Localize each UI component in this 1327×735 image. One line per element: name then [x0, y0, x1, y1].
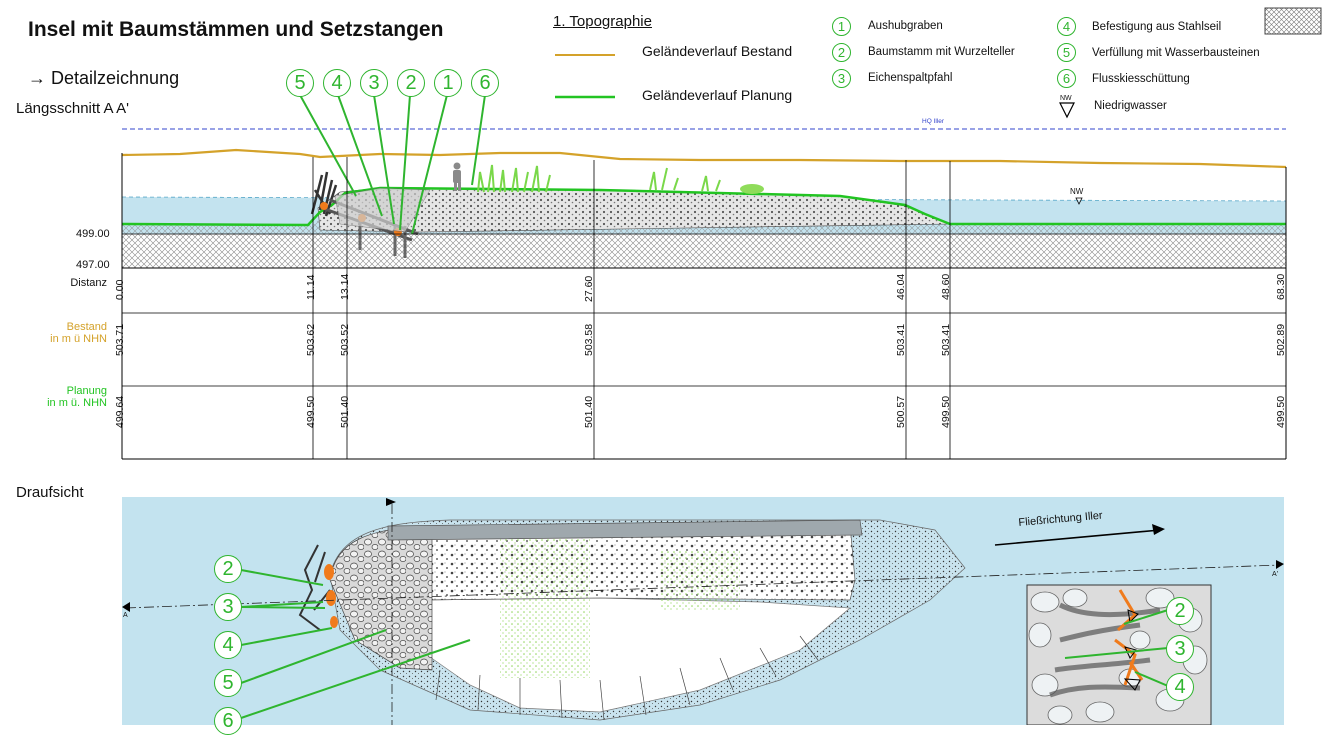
legend-num-1: 1: [832, 17, 851, 36]
plan-fastening-2: [326, 590, 336, 606]
distance-value: 13.14: [339, 273, 351, 300]
vegetation-patch-1: [500, 538, 590, 678]
distance-value: 27.60: [583, 275, 595, 302]
planung-value: 499.64: [114, 395, 126, 428]
nw-marker-icon: [1075, 197, 1083, 205]
inset-callout: 3: [1166, 635, 1194, 663]
section-arrow-a: [122, 602, 130, 612]
boulder-row: [387, 519, 863, 541]
bestand-value: 503.52: [339, 323, 351, 356]
plan-callout: 6: [214, 707, 242, 735]
plan-callout: 3: [214, 593, 242, 621]
row-label-bestand: Bestand in m ü NHN: [50, 321, 107, 345]
detail-drawing-link[interactable]: → Detailzeichnung: [28, 68, 180, 88]
legend-line-swatches: [555, 54, 615, 99]
planung-profile-line: [121, 186, 1286, 227]
elevation-497: 497.00: [76, 259, 110, 271]
subsoil-hatch: [122, 234, 1286, 268]
section-label: Längsschnitt A A': [16, 100, 129, 117]
nw-section-label: NW: [1070, 187, 1084, 196]
shrub: [740, 184, 764, 194]
inset-callout: 2: [1166, 597, 1194, 625]
legend-num-5: 5: [1057, 43, 1076, 62]
planung-value: 499.50: [305, 395, 317, 428]
bestand-value: 503.71: [114, 323, 126, 356]
legend-item-3: Eichenspaltpfahl: [868, 72, 953, 84]
plan-callout: 5: [214, 669, 242, 697]
legend-num-3: 3: [832, 69, 851, 88]
root-plate: [310, 171, 338, 217]
plan-fastening-3: [330, 616, 338, 628]
legend-item-4: Befestigung aus Stahlseil: [1092, 21, 1222, 33]
nw-symbol-text: NW: [1060, 95, 1072, 102]
section-callout: 3: [360, 69, 388, 97]
plan-callout: 2: [214, 555, 242, 583]
plan-view-label: Draufsicht: [16, 484, 84, 501]
plan-fastening-1: [324, 564, 334, 580]
elevation-499: 499.00: [76, 228, 110, 240]
bestand-value: 503.41: [895, 323, 907, 356]
legend-planung-label: Geländeverlauf Planung: [642, 87, 793, 103]
radial-stakes: [435, 635, 819, 721]
vegetation-patch-2: [660, 550, 740, 610]
legend-bestand-label: Geländeverlauf Bestand: [642, 43, 793, 59]
planung-value: 499.50: [1275, 395, 1287, 428]
flow-arrow-head: [1152, 524, 1165, 535]
planung-value: 499.50: [940, 395, 952, 428]
distance-value: 48.60: [940, 273, 952, 300]
legend-item-2: Baumstamm mit Wurzelteller: [868, 46, 1015, 58]
row-label-planung: Planung in m ü. NHN: [47, 385, 107, 409]
fastening-1: [320, 202, 328, 210]
legend-item-6: Flusskiesschüttung: [1092, 73, 1190, 85]
section-callout: 2: [397, 69, 425, 97]
longitudinal-section: [121, 94, 1287, 460]
bestand-value: 503.41: [940, 323, 952, 356]
nw-symbol-icon: [1059, 102, 1075, 119]
bestand-value: 503.62: [305, 323, 317, 356]
legend-num-6: 6: [1057, 69, 1076, 88]
person-silhouette: [453, 162, 461, 191]
callout-leaders: [299, 94, 486, 235]
section-callout: 6: [471, 69, 499, 97]
section-callout: 1: [434, 69, 462, 97]
plan-callout-leaders: [240, 569, 1169, 719]
distance-value: 11.14: [305, 274, 317, 301]
planung-value: 501.40: [339, 395, 351, 428]
legend-num-4: 4: [1057, 17, 1076, 36]
plan-view: [122, 497, 1284, 725]
flag-icon: [386, 498, 396, 506]
hatch-swatch: [1264, 7, 1322, 35]
legend-item-5: Verfüllung mit Wasserbausteinen: [1092, 47, 1260, 59]
stone-zone: [329, 525, 433, 671]
plan-section-a2-label: A': [1272, 571, 1279, 578]
bestand-profile-line: [121, 148, 1287, 169]
section-callout: 5: [286, 69, 314, 97]
section-callout: 4: [323, 69, 351, 97]
distance-value: 0.00: [114, 279, 126, 300]
distance-value: 68.30: [1275, 273, 1287, 300]
row-label-distance: Distanz: [70, 277, 107, 289]
distance-value: 46.04: [895, 273, 907, 300]
legend-heading: 1. Topographie: [553, 13, 652, 30]
legend-num-2: 2: [832, 43, 851, 62]
bestand-value: 503.58: [583, 323, 595, 356]
vegetation: [477, 164, 721, 193]
page-title: Insel mit Baumstämmen und Setzstangen: [28, 18, 444, 41]
section-arrow-b: [1276, 560, 1284, 569]
legend-item-1: Aushubgraben: [868, 20, 943, 32]
section-line: [125, 564, 1281, 609]
flow-arrow-shaft: [994, 529, 1161, 546]
planung-value: 501.40: [583, 395, 595, 428]
inset-callout: 4: [1166, 673, 1194, 701]
inset-fastenings: [1114, 589, 1144, 686]
nw-label: Niedrigwasser: [1094, 100, 1167, 112]
plan-callout: 4: [214, 631, 242, 659]
inset-trunks: [1049, 602, 1161, 698]
planung-value: 500.57: [895, 395, 907, 428]
bestand-value: 502.89: [1275, 323, 1287, 356]
hq-label: HQ Iller: [922, 118, 945, 125]
plan-section-a-label: A: [123, 612, 128, 619]
